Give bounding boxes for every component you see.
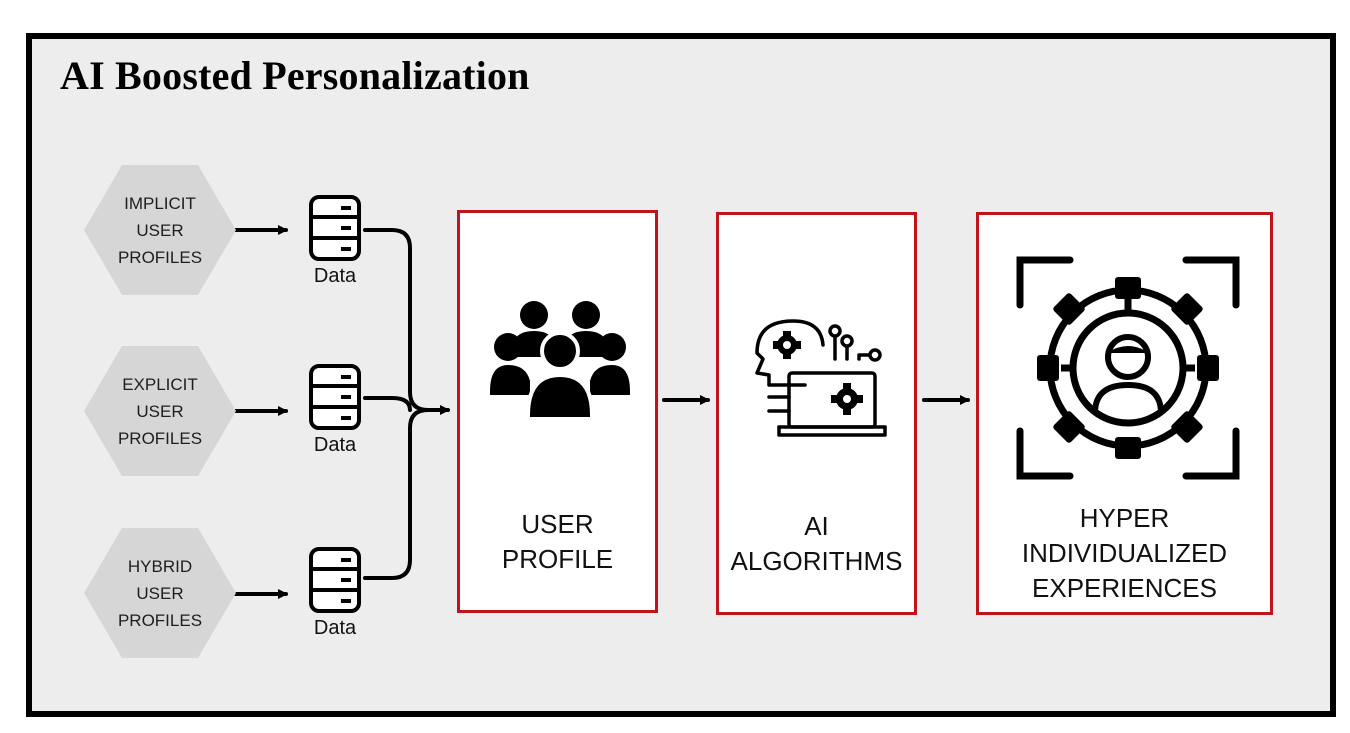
stage-label: USER PROFILE <box>460 507 655 577</box>
stage-line: HYPER <box>1079 503 1170 533</box>
hexagon-line: EXPLICIT <box>122 374 198 394</box>
stage-user-profile: USER PROFILE <box>457 210 658 613</box>
curve-middle-data <box>363 396 412 412</box>
stage-label: AI ALGORITHMS <box>719 509 914 579</box>
hexagon-line: PROFILES <box>117 428 203 448</box>
stage-line: ALGORITHMS <box>730 546 903 576</box>
hexagon-shape <box>84 346 236 476</box>
stage-line: AI <box>804 511 829 541</box>
hexagon-line: USER <box>136 401 184 421</box>
hexagon-shape <box>84 165 236 295</box>
stage-hyper-individualized-experiences: HYPER INDIVIDUALIZED EXPERIENCES <box>976 212 1273 615</box>
hexagon-line: USER <box>136 220 184 240</box>
database-icon <box>309 547 361 613</box>
hexagon-line: HYBRID <box>127 556 193 576</box>
hexagon-label: IMPLICIT USER PROFILES <box>118 190 202 271</box>
hexagon-label: HYBRID USER PROFILES <box>118 553 202 634</box>
users-group-icon <box>490 301 630 421</box>
database-hybrid: Data <box>303 545 367 645</box>
hexagon-hybrid-user-profiles: HYBRID USER PROFILES <box>84 528 236 658</box>
data-label: Data <box>313 265 357 287</box>
hexagon-line: USER <box>136 583 184 603</box>
data-label: Data <box>313 617 357 639</box>
hexagon-line: PROFILES <box>117 610 203 630</box>
database-implicit: Data <box>303 193 367 293</box>
hexagon-line: IMPLICIT <box>124 193 196 213</box>
hexagon-explicit-user-profiles: EXPLICIT USER PROFILES <box>84 346 236 476</box>
data-label: Data <box>313 434 357 456</box>
hexagon-label: EXPLICIT USER PROFILES <box>118 371 202 452</box>
ai-head-laptop-icon <box>755 319 887 437</box>
database-icon <box>309 364 361 430</box>
stage-line: PROFILE <box>501 544 614 574</box>
curve-top-data <box>363 228 450 415</box>
stage-line: INDIVIDUALIZED <box>1021 538 1228 568</box>
diagram-title: AI Boosted Personalization <box>60 53 530 98</box>
curve-bottom-data <box>363 408 430 580</box>
database-explicit: Data <box>303 362 367 462</box>
stage-line: EXPERIENCES <box>1032 573 1217 603</box>
hexagon-shape <box>84 528 236 658</box>
stage-line: USER <box>521 509 594 539</box>
database-icon <box>309 195 361 261</box>
hexagon-implicit-user-profiles: IMPLICIT USER PROFILES <box>84 165 236 295</box>
target-gear-person-icon <box>1016 256 1240 480</box>
hexagon-line: PROFILES <box>117 247 203 267</box>
stage-ai-algorithms: AI ALGORITHMS <box>716 212 917 615</box>
stage-label: HYPER INDIVIDUALIZED EXPERIENCES <box>979 501 1270 606</box>
